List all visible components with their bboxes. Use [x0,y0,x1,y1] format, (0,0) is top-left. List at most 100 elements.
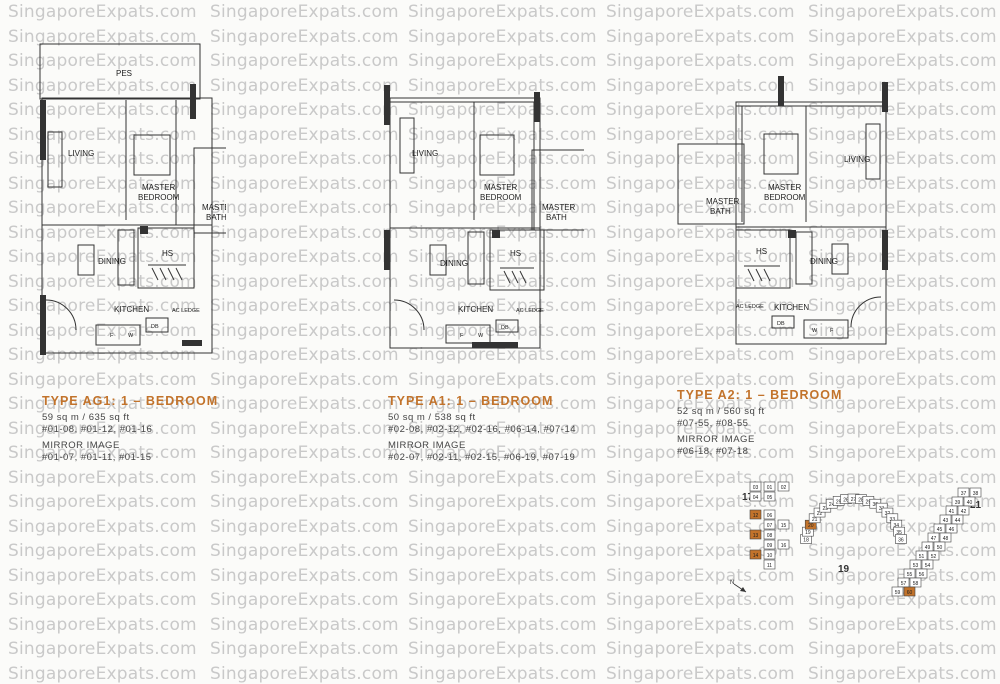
unit-tile-number: 14 [753,553,759,559]
unit-tile [927,550,940,561]
room-hs-label: HS [162,249,173,258]
mirror-image-label: MIRROR IMAGE [42,440,120,451]
unit-tile-number: 05 [767,495,773,501]
floor-plan-a1: LIVING MASTER BEDROOM MASTER BATH HS DIN… [384,80,584,355]
room-master-bath-label-2: BATH [546,213,567,222]
room-master-bath-label-2: BATH [206,213,226,222]
unit-tile [939,514,952,525]
watermark-text: SingaporeExpats.com [408,590,597,610]
floor-plan-a2: LIVING MASTER BEDROOM MASTER BATH HS DIN… [676,72,896,352]
unit-tile-number: 48 [943,536,949,542]
watermark-text: SingaporeExpats.com [408,663,597,684]
watermark-text: SingaporeExpats.com [408,492,597,512]
unit-tile [891,586,904,597]
unit-tile-number: 36 [898,537,904,543]
mirror-image-label: MIRROR IMAGE [677,434,755,445]
unit-tile [749,491,762,502]
watermark-text: SingaporeExpats.com [408,369,597,390]
watermark-text: SingaporeExpats.com [408,26,597,47]
watermark-text: SingaporeExpats.com [8,541,197,561]
room-living-label: LIVING [844,155,870,164]
unit-tile-number: 47 [931,536,937,542]
watermark-text: SingaporeExpats.com [8,2,197,22]
floor-plan-a2-drawing: LIVING MASTER BEDROOM MASTER BATH HS DIN… [677,76,888,345]
watermark-text: SingaporeExpats.com [408,541,597,561]
watermark-text: SingaporeExpats.com [210,26,399,47]
unit-tile [909,559,922,570]
unit-tile-number: 12 [753,513,759,519]
watermark-text: SingaporeExpats.com [606,369,795,390]
watermark-text: SingaporeExpats.com [408,639,597,659]
block-19-units: 18192021222324252627282930313233343536 [800,493,907,544]
unit-tile-number: 10 [767,553,773,559]
room-db-label: DB [151,324,159,330]
room-master-bath-label-1: MASTER [706,197,740,206]
watermark-text: SingaporeExpats.com [210,565,399,586]
unit-tile [951,496,964,507]
room-w-label: W [128,333,134,339]
unit-tile-number: 57 [901,581,907,587]
unit-tile-number: 49 [925,545,931,551]
unit-type-title: TYPE AG1: 1 – BEDROOM [42,394,219,408]
room-dining-label: DINING [98,257,126,266]
watermark-text: SingaporeExpats.com [606,2,795,22]
watermark-text: SingaporeExpats.com [808,26,997,47]
watermark-text: SingaporeExpats.com [808,2,997,22]
watermark-text: SingaporeExpats.com [210,100,399,120]
unit-tile-number: 33 [890,517,896,523]
unit-tile-number: 40 [967,500,973,506]
watermark-text: SingaporeExpats.com [210,663,399,684]
floor-plan-ag1: PES LIVING MASTER BEDROOM MASTER BATH HS… [36,40,226,360]
unit-tile-number: 27 [851,497,857,503]
watermark-text: SingaporeExpats.com [606,639,795,659]
unit-numbers: #07-55, #08-55 [677,418,749,429]
unit-tile [963,496,976,507]
watermark-text: SingaporeExpats.com [210,2,399,22]
mirror-unit-numbers: #01-07, #01-11, #01-15 [42,452,152,463]
watermark-text: SingaporeExpats.com [606,26,795,47]
floor-plan-a1-drawing: LIVING MASTER BEDROOM MASTER BATH HS DIN… [384,85,584,349]
unit-tile [763,481,776,492]
unit-tile [915,568,928,579]
unit-tile-number: 59 [895,590,901,596]
unit-tile [903,586,916,597]
unit-tile [749,509,762,520]
unit-tile-number: 52 [931,554,937,560]
room-f-label: F [460,333,464,339]
unit-tile [749,549,762,560]
room-kitchen-label: KITCHEN [458,305,493,314]
unit-tile-number: 45 [937,527,943,533]
watermark-text: SingaporeExpats.com [210,516,399,537]
watermark-text: SingaporeExpats.com [408,614,597,635]
unit-tile [957,487,970,498]
unit-tile-number: 21 [812,517,818,523]
unit-tile [763,539,776,550]
unit-area: 50 sq m / 538 sq ft [388,412,476,423]
watermark-text: SingaporeExpats.com [210,173,399,194]
unit-tile-number: 13 [753,533,759,539]
unit-tile-number: 54 [925,563,931,569]
unit-numbers: #02-08, #02-12, #02-16, #06-14, #07-14 [388,424,577,435]
watermark-text: SingaporeExpats.com [8,369,197,390]
watermark-text: SingaporeExpats.com [408,51,597,71]
watermark-text: SingaporeExpats.com [210,149,399,169]
room-master-bath-label-2: BATH [710,207,731,216]
room-master-bath-label-1: MASTER [542,203,576,212]
unit-tile-number: 02 [781,485,787,491]
watermark-text: SingaporeExpats.com [210,467,399,488]
unit-tile-number: 56 [919,572,925,578]
unit-type-title: TYPE A1: 1 – BEDROOM [388,394,554,408]
unit-tile [915,550,928,561]
unit-tile-number: 50 [937,545,943,551]
unit-tile [933,541,946,552]
watermark-text: SingaporeExpats.com [808,614,997,635]
unit-info-a2: TYPE A2: 1 – BEDROOM 52 sq m / 560 sq ft… [677,388,842,458]
unit-tile-number: 46 [949,527,955,533]
room-hs-label: HS [510,249,521,258]
unit-tile [749,529,762,540]
unit-tile [777,481,790,492]
unit-tile-number: 35 [896,530,902,536]
block-21-label: 21 [970,500,982,511]
unit-tile [763,529,776,540]
